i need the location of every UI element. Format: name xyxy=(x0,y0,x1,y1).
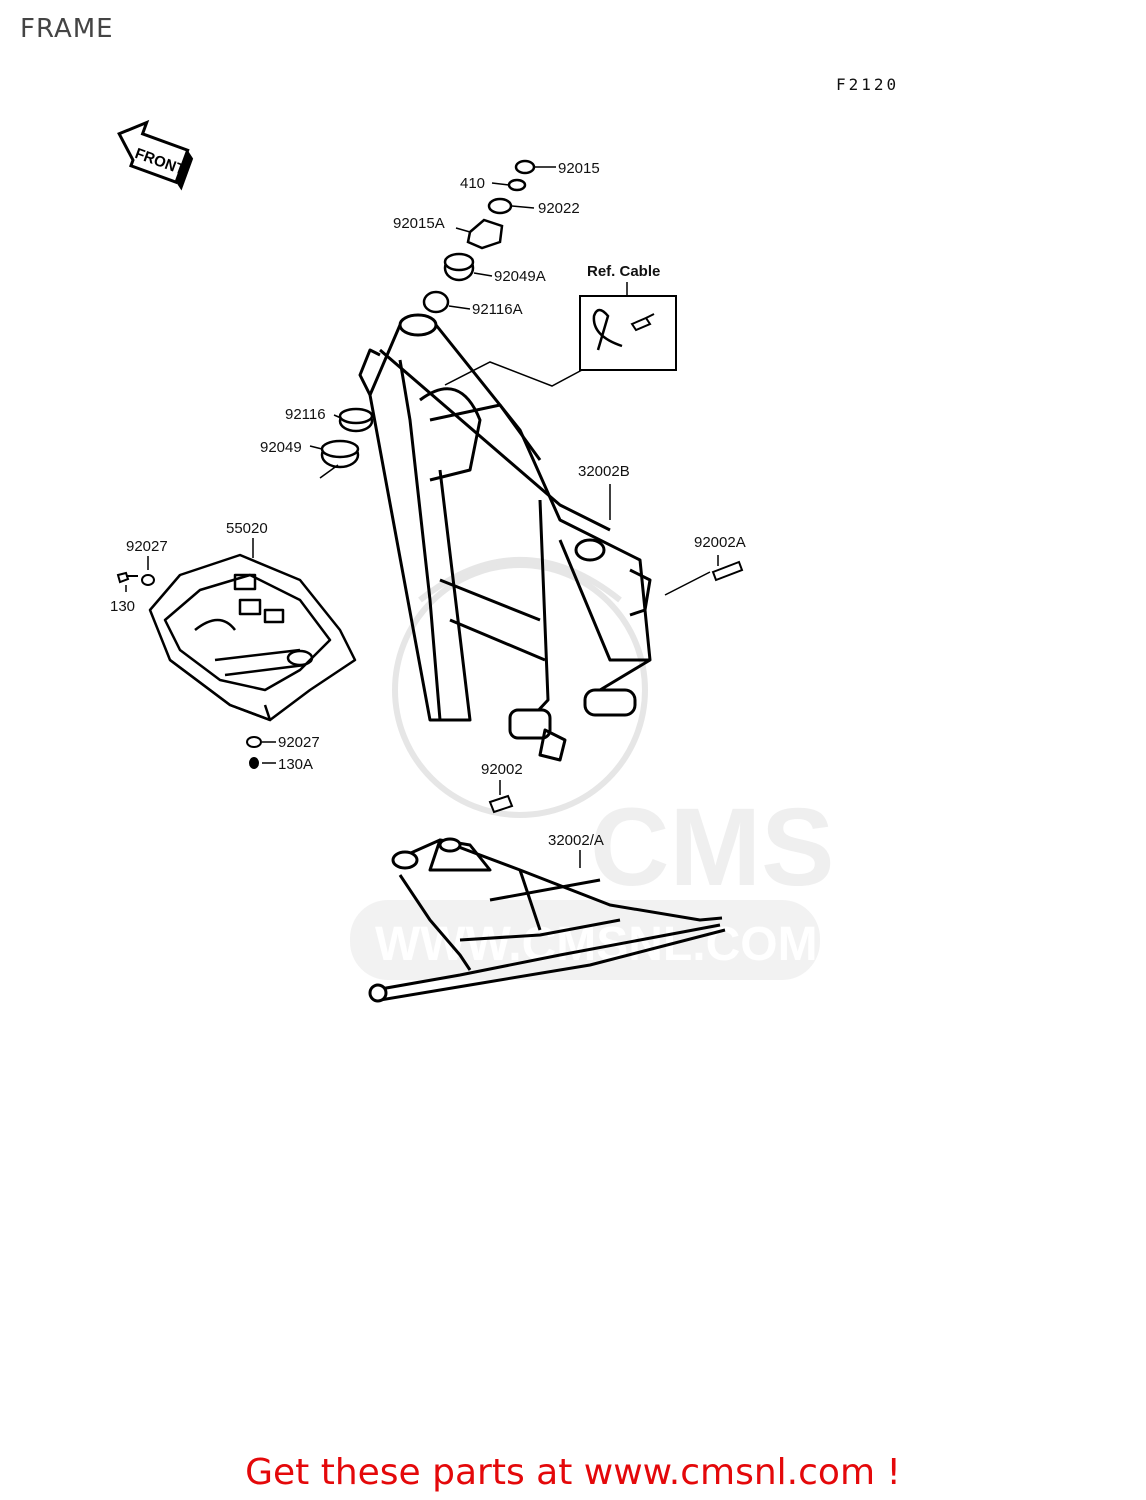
callout-92015: 92015 xyxy=(558,160,600,177)
sub-frame xyxy=(368,837,726,1003)
watermark-logo-text: CMS xyxy=(590,786,834,909)
main-frame xyxy=(358,313,652,762)
ref-cable-box xyxy=(579,295,677,371)
leader-lines xyxy=(125,166,719,868)
callout-92116A: 92116A xyxy=(472,301,523,318)
fasteners xyxy=(116,560,744,814)
callout-92015A: 92015A xyxy=(393,215,445,232)
callout-92002: 92002 xyxy=(481,761,523,778)
callout-410: 410 xyxy=(460,175,486,192)
ref-cable-label: Ref. Cable xyxy=(587,263,661,280)
skid-plate xyxy=(148,553,357,722)
watermark: CMS WWW.CMSNL.COM xyxy=(350,557,834,980)
page-title: FRAME xyxy=(20,14,114,44)
callout-92022: 92022 xyxy=(538,200,580,217)
callout-92027-top: 92027 xyxy=(126,538,168,555)
callout-32002B: 32002B xyxy=(578,463,630,480)
callout-92002A: 92002A xyxy=(694,534,746,551)
callout-92027-bottom: 92027 xyxy=(278,734,320,751)
callout-130: 130 xyxy=(110,598,136,615)
callout-55020: 55020 xyxy=(226,520,268,537)
callout-130A: 130A xyxy=(278,756,314,773)
callout-92116: 92116 xyxy=(285,406,326,423)
figure-code: F2120 xyxy=(836,75,900,94)
callout-92049: 92049 xyxy=(260,439,302,456)
callout-32002A: 32002/A xyxy=(548,832,604,849)
steering-bearing-stack xyxy=(320,159,536,469)
promo-link-text[interactable]: Get these parts at www.cmsnl.com ! xyxy=(245,1452,901,1493)
callout-92049A: 92049A xyxy=(494,268,546,285)
front-arrow-icon: FRONT xyxy=(117,119,194,191)
